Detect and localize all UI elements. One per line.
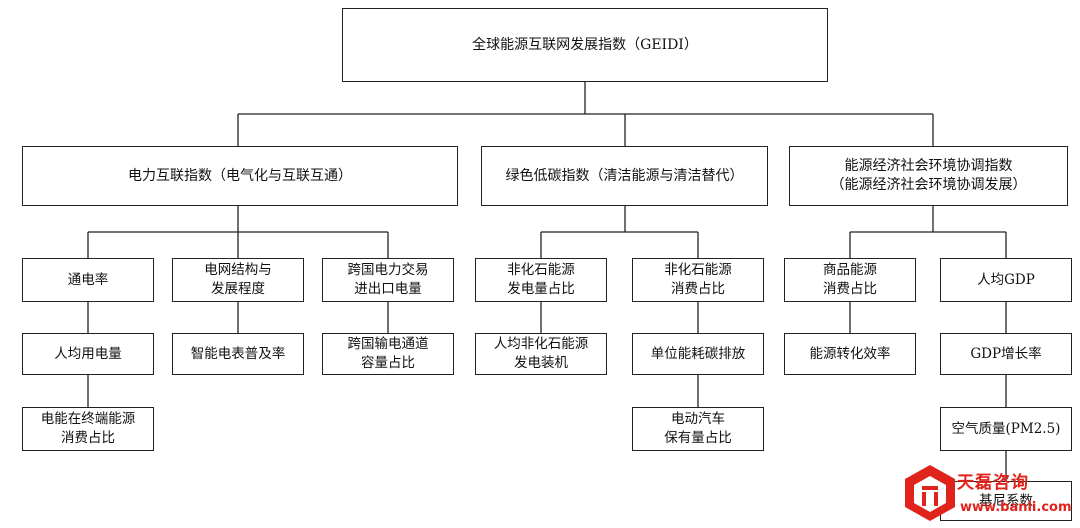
- indicator-node: 空气质量(PM2.5): [940, 407, 1072, 451]
- indicator-node: 电能在终端能源 消费占比: [22, 407, 154, 451]
- indicator-node: 跨国输电通道 容量占比: [322, 333, 454, 375]
- indicator-node: 电动汽车 保有量占比: [632, 407, 764, 451]
- indicator-node: 非化石能源 消费占比: [632, 258, 764, 302]
- root-node-geidi: 全球能源互联网发展指数（GEIDI）: [342, 8, 828, 82]
- indicator-node: 跨国电力交易 进出口电量: [322, 258, 454, 302]
- indicator-node: 非化石能源 发电量占比: [475, 258, 607, 302]
- indicator-node: 基尼系数: [940, 481, 1072, 521]
- indicator-node: 人均用电量: [22, 333, 154, 375]
- indicator-node: 通电率: [22, 258, 154, 302]
- indicator-node: 商品能源 消费占比: [784, 258, 916, 302]
- watermark-logo: [900, 462, 1080, 527]
- indicator-node: 电网结构与 发展程度: [172, 258, 304, 302]
- watermark-name: 天磊咨询: [957, 473, 1029, 493]
- category-node: 能源经济社会环境协调指数 （能源经济社会环境协调发展）: [789, 146, 1068, 206]
- indicator-node: 人均GDP: [940, 258, 1072, 302]
- indicator-node: 人均非化石能源 发电装机: [475, 333, 607, 375]
- indicator-node: 单位能耗碳排放: [632, 333, 764, 375]
- watermark-url: www.banli.com: [960, 500, 1072, 515]
- logo-hexagon-icon: [905, 465, 955, 521]
- category-node: 电力互联指数（电气化与互联互通）: [22, 146, 458, 206]
- indicator-node: GDP增长率: [940, 333, 1072, 375]
- indicator-node: 智能电表普及率: [172, 333, 304, 375]
- category-node: 绿色低碳指数（清洁能源与清洁替代）: [481, 146, 768, 206]
- indicator-node: 能源转化效率: [784, 333, 916, 375]
